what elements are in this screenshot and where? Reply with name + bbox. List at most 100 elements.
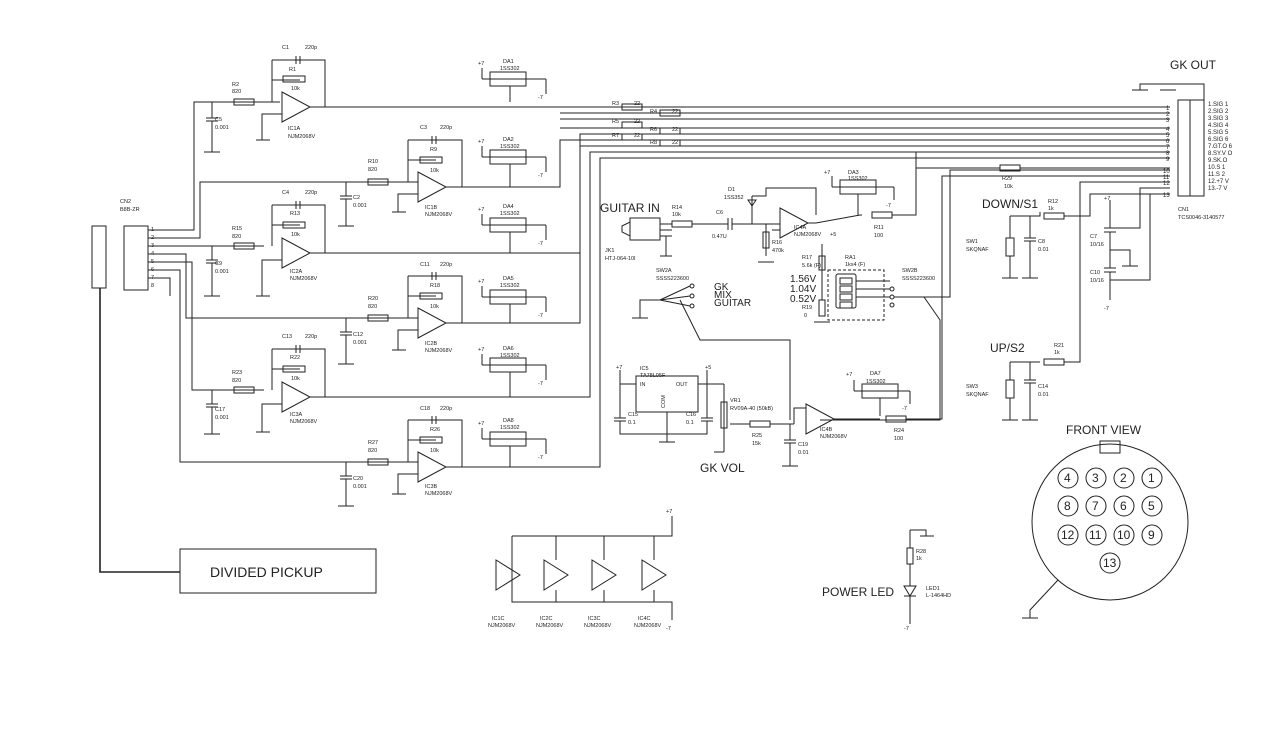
switch-mix-label: MIX (714, 290, 732, 301)
svg-text:12.+7 V: 12.+7 V (1208, 179, 1229, 185)
svg-text:LED1: LED1 (926, 586, 940, 592)
svg-text:NJM2068V: NJM2068V (820, 434, 848, 440)
svg-text:C18: C18 (420, 406, 430, 412)
svg-text:11: 11 (1163, 175, 1170, 181)
svg-text:R10: R10 (368, 159, 378, 165)
down-s1-label: DOWN/S1 (982, 197, 1038, 211)
svg-text:R25: R25 (752, 433, 762, 439)
svg-text:R2: R2 (232, 82, 239, 88)
svg-text:-7: -7 (902, 406, 907, 412)
pickup-cable (99, 288, 180, 573)
gk-out-label: GK OUT (1170, 58, 1217, 72)
voltage-3: 0.52V (790, 294, 816, 305)
svg-text:-7: -7 (538, 455, 543, 461)
svg-text:1k: 1k (916, 556, 922, 562)
svg-text:4: 4 (1064, 471, 1071, 485)
svg-text:SW3: SW3 (966, 384, 978, 390)
svg-text:NJM2068V: NJM2068V (634, 623, 662, 629)
svg-text:11.S 2: 11.S 2 (1208, 172, 1226, 178)
svg-text:R4: R4 (650, 109, 657, 115)
svg-text:NJM2068V: NJM2068V (536, 623, 564, 629)
svg-text:R3: R3 (612, 101, 619, 107)
svg-text:C12: C12 (353, 332, 363, 338)
svg-text:DA3: DA3 (848, 170, 859, 176)
svg-text:-7: -7 (904, 626, 909, 632)
svg-text:NJM2068V: NJM2068V (288, 134, 316, 140)
svg-text:10/16: 10/16 (1090, 278, 1104, 284)
svg-text:10k: 10k (291, 376, 300, 382)
svg-text:R18: R18 (430, 283, 440, 289)
svg-text:NJM2068V: NJM2068V (290, 276, 318, 282)
front-view-label: FRONT VIEW (1066, 423, 1142, 437)
svg-text:C10: C10 (1090, 270, 1100, 276)
svg-text:13: 13 (1163, 193, 1170, 199)
svg-text:C13: C13 (282, 334, 292, 340)
svg-text:R15: R15 (232, 226, 242, 232)
svg-text:220p: 220p (440, 406, 452, 412)
svg-text:R13: R13 (290, 211, 300, 217)
svg-text:IC3B: IC3B (425, 484, 438, 490)
svg-text:820: 820 (232, 89, 241, 95)
svg-text:C7: C7 (1090, 234, 1097, 240)
svg-text:3.SIG 3: 3.SIG 3 (1208, 116, 1229, 122)
svg-text:820: 820 (368, 304, 377, 310)
svg-text:820: 820 (368, 167, 377, 173)
svg-text:0.001: 0.001 (353, 484, 367, 490)
svg-text:C9: C9 (215, 261, 222, 267)
svg-text:220p: 220p (305, 334, 317, 340)
svg-text:+5: +5 (705, 365, 711, 371)
svg-text:1SS302: 1SS302 (500, 425, 520, 431)
svg-text:R21: R21 (1054, 343, 1064, 349)
svg-text:JK1: JK1 (605, 248, 614, 254)
svg-text:22: 22 (634, 119, 640, 125)
svg-text:SW2A: SW2A (656, 268, 672, 274)
svg-text:R1: R1 (289, 67, 296, 73)
svg-text:10.S 1: 10.S 1 (1208, 165, 1226, 171)
svg-text:R9: R9 (430, 147, 437, 153)
svg-text:+7: +7 (824, 170, 830, 176)
svg-text:NJM2068V: NJM2068V (584, 623, 612, 629)
svg-text:1SS302: 1SS302 (866, 379, 886, 385)
svg-text:1SS302: 1SS302 (500, 211, 520, 217)
cn2-value: B8B-ZR (120, 207, 140, 213)
svg-text:R26: R26 (430, 427, 440, 433)
svg-text:+7: +7 (616, 365, 622, 371)
svg-text:22: 22 (672, 109, 678, 115)
svg-text:IC2A: IC2A (290, 269, 303, 275)
svg-text:NJM2068V: NJM2068V (794, 232, 822, 238)
svg-text:IC4A: IC4A (794, 225, 807, 231)
svg-text:+7: +7 (478, 421, 484, 427)
svg-text:+7: +7 (1104, 196, 1110, 202)
svg-text:10k: 10k (291, 232, 300, 238)
svg-text:0.001: 0.001 (353, 203, 367, 209)
svg-text:NJM2068V: NJM2068V (488, 623, 516, 629)
svg-text:0.001: 0.001 (215, 269, 229, 275)
svg-text:SSSS223600: SSSS223600 (656, 276, 689, 282)
svg-text:8.SY.V O: 8.SY.V O (1208, 151, 1233, 157)
svg-text:C4: C4 (282, 190, 289, 196)
svg-text:820: 820 (368, 448, 377, 454)
svg-text:0.01: 0.01 (1038, 392, 1049, 398)
svg-text:SW1: SW1 (966, 239, 978, 245)
cn2-connector (123, 225, 149, 291)
svg-text:8: 8 (151, 283, 154, 289)
svg-text:22: 22 (672, 140, 678, 146)
svg-text:+7: +7 (666, 509, 672, 515)
svg-text:6: 6 (1166, 139, 1170, 145)
svg-text:0.47U: 0.47U (712, 234, 727, 240)
svg-text:-7: -7 (538, 173, 543, 179)
svg-text:10k: 10k (1004, 184, 1013, 190)
svg-text:NJM2068V: NJM2068V (425, 491, 453, 497)
svg-text:IC4C: IC4C (638, 616, 651, 622)
svg-text:L-1464HD: L-1464HD (926, 593, 951, 599)
svg-text:R7: R7 (612, 133, 619, 139)
svg-text:9.SK.O: 9.SK.O (1208, 158, 1228, 164)
svg-text:5: 5 (1148, 499, 1155, 513)
svg-text:R27: R27 (368, 440, 378, 446)
front-view-pins: 4 3 2 1 8 7 6 5 12 11 10 9 13 (1057, 467, 1163, 574)
